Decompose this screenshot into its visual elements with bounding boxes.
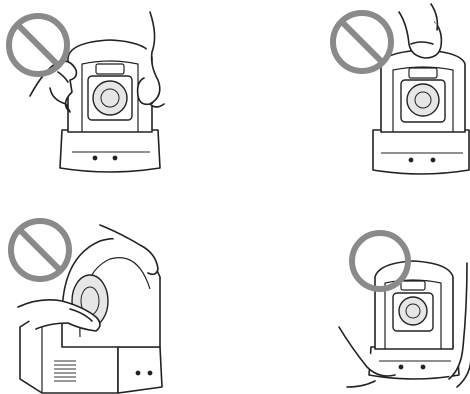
illustration-4-svg [235, 197, 470, 394]
camera-icon [60, 40, 160, 172]
illustration-hold-by-head-and-lens [0, 197, 235, 394]
prohibited-icon [11, 221, 69, 279]
hand-icon [399, 4, 441, 58]
prohibited-icon [9, 16, 67, 74]
prohibited-icon [333, 13, 391, 71]
camera-icon [369, 261, 459, 379]
camera-icon [373, 50, 469, 174]
illustration-hold-by-base [235, 197, 470, 394]
illustration-grip-by-camera-head [0, 0, 235, 197]
illustration-1-svg [0, 0, 235, 197]
illustration-2-svg [235, 0, 470, 197]
illustration-3-svg [0, 197, 235, 394]
illustration-lift-by-top-of-head [235, 0, 470, 197]
